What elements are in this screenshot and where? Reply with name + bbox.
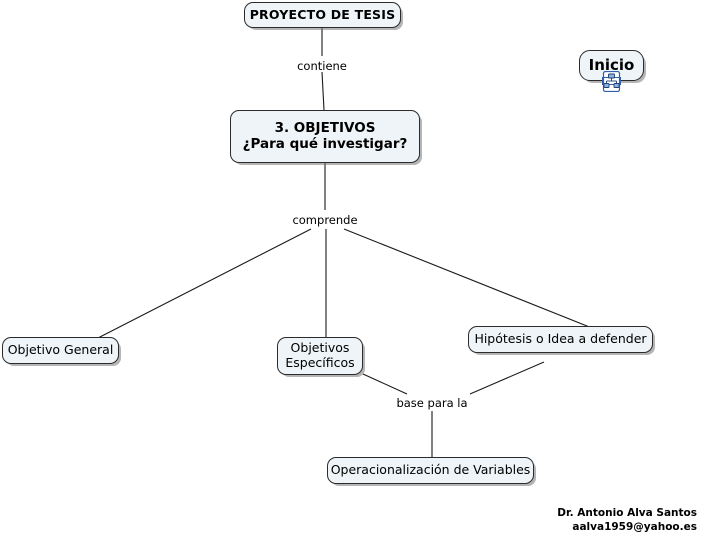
concept-map-resource-icon[interactable] (602, 70, 621, 93)
link-label-contiene-text: contiene (297, 59, 347, 73)
node-hipotesis-label: Hipótesis o Idea a defender (474, 331, 647, 347)
node-objetivos-especificos[interactable]: Objetivos Específicos (277, 337, 363, 375)
node-objetivos[interactable]: 3. OBJETIVOS ¿Para qué investigar? (230, 110, 420, 163)
edge-comprende-to-hipotesis (343, 228, 603, 333)
edge-contiene-to-objetivos (321, 71, 325, 111)
link-label-base-para-la: base para la (382, 396, 482, 410)
author-email: aalva1959@yahoo.es (572, 521, 697, 534)
node-objetivo-general-label: Objetivo General (7, 342, 114, 358)
node-inicio-label: Inicio (588, 55, 635, 74)
author-signature: Dr. Antonio Alva Santos aalva1959@yahoo.… (437, 506, 697, 534)
edge-comprende-to-objetivo-general (95, 228, 312, 340)
link-label-comprende-text: comprende (292, 213, 358, 227)
node-operacionalizacion-de-variables-label: Operacionalización de Variables (330, 462, 531, 478)
node-objetivos-label: 3. OBJETIVOS ¿Para qué investigar? (242, 119, 408, 152)
link-label-comprende: comprende (275, 213, 375, 227)
link-label-base-para-la-text: base para la (396, 396, 468, 410)
node-proyecto-de-tesis-label: PROYECTO DE TESIS (249, 6, 396, 22)
node-objetivos-especificos-label: Objetivos Específicos (285, 340, 355, 370)
node-proyecto-de-tesis[interactable]: PROYECTO DE TESIS (244, 2, 401, 28)
edge-objetivos-especificos-to-base (362, 373, 408, 395)
author-name: Dr. Antonio Alva Santos (557, 507, 697, 519)
link-label-contiene: contiene (272, 59, 372, 73)
node-operacionalizacion-de-variables[interactable]: Operacionalización de Variables (327, 457, 534, 484)
node-hipotesis[interactable]: Hipótesis o Idea a defender (468, 326, 653, 353)
edge-hipotesis-to-base (469, 361, 545, 395)
node-objetivo-general[interactable]: Objetivo General (2, 337, 119, 364)
